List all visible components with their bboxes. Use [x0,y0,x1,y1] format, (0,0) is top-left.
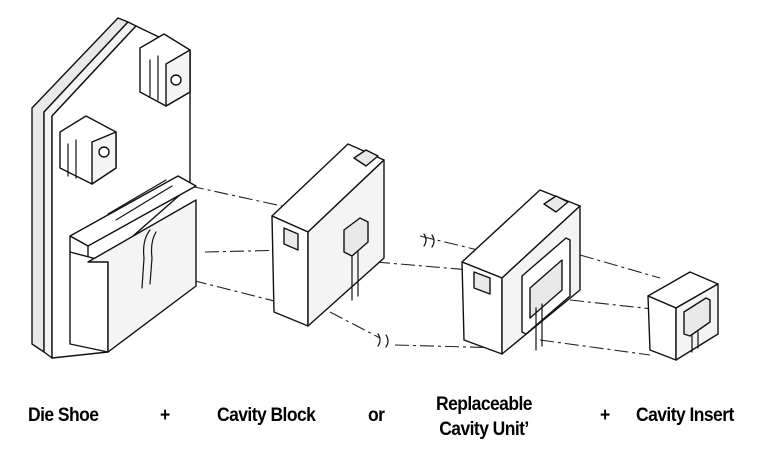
cavity-unit-pocket-inner [529,259,563,319]
die-shoe-clamp-mid-side [91,131,117,185]
projection-line-bottom [119,261,651,356]
die-shoe-lower-block-side [87,199,197,353]
label-replaceable-line1: Replaceable [436,394,533,415]
label-cavity-insert: Cavity Insert [636,405,734,426]
break-mark-upper [423,233,435,248]
replaceable-cavity-unit-drawing [461,189,581,355]
label-replaceable-cavity-unit: Replaceable Cavity Unit’ [436,392,533,442]
cavity-insert-front [647,295,677,361]
cavity-unit-runner [535,303,543,351]
label-plus-2: + [600,405,610,426]
projection-line-top [189,185,661,279]
label-cavity-block: Cavity Block [217,405,316,426]
cavity-insert-drawing [647,271,719,361]
bolt-head-mid [98,146,110,158]
cavity-insert-runner [691,331,699,353]
label-die-shoe: Die Shoe [28,405,99,426]
cavity-unit-front-slot [473,271,491,295]
label-replaceable-line2: Cavity Unit’ [439,419,529,440]
die-shoe-lower-block-front [69,251,109,353]
cavity-block-cavity [343,217,369,257]
break-mark-lower [377,333,389,348]
exploded-view-drawing [31,17,719,361]
cavity-block-front-slot [283,227,299,251]
die-shoe-runner [141,229,157,289]
cavity-insert-cavity [683,297,711,337]
label-or: or [368,405,385,426]
cavity-block-drawing [271,143,385,327]
die-shoe-drawing [31,17,197,359]
cavity-block-top-slot [353,149,379,167]
cavity-block-runner [351,251,359,301]
label-plus-1: + [160,405,170,426]
bolt-head-top [170,74,182,86]
die-shoe-slot-groove [107,179,173,221]
cavity-unit-top-slot [543,195,569,213]
